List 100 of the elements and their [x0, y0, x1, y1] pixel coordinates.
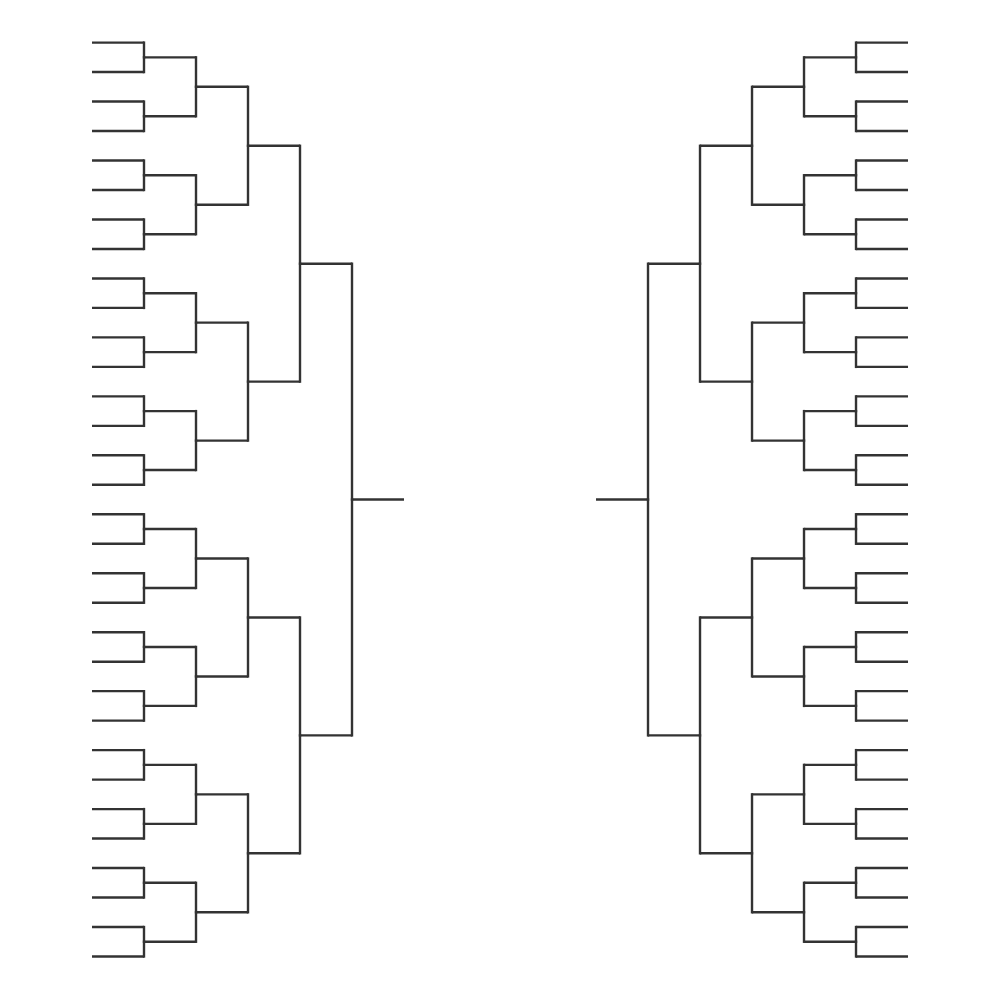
slot-line	[92, 719, 144, 722]
slot-line	[92, 748, 144, 752]
bracket-line	[802, 881, 806, 914]
bracket-line	[854, 115, 858, 133]
bracket-line	[142, 409, 146, 428]
bracket-line	[142, 233, 146, 251]
bracket-line	[854, 925, 858, 943]
bracket-line	[350, 498, 354, 737]
bracket-line	[698, 262, 702, 383]
bracket-line	[854, 527, 858, 545]
slot-line	[92, 925, 144, 929]
bracket-line	[854, 866, 858, 884]
slot-line	[144, 56, 196, 59]
bracket-line	[142, 277, 146, 295]
slot-line	[804, 233, 856, 236]
slot-line	[196, 793, 248, 796]
bracket-line	[750, 616, 754, 678]
bracket-line	[246, 380, 250, 442]
slot-line	[144, 350, 196, 354]
slot-line	[196, 675, 248, 678]
bracket-line	[646, 498, 650, 737]
bracket-line	[142, 56, 146, 74]
bracket-line	[142, 100, 146, 118]
slot-line	[144, 468, 196, 472]
slot-line	[144, 881, 196, 884]
slot-line	[804, 292, 856, 295]
bracket-line	[298, 616, 302, 737]
slot-line	[856, 542, 908, 545]
slot-line	[856, 483, 908, 486]
bracket-line	[854, 41, 858, 59]
bracket-line	[854, 748, 858, 767]
bracket-line	[142, 822, 146, 840]
slot-line	[752, 321, 804, 324]
bracket-line	[142, 763, 146, 781]
bracket-line	[246, 852, 250, 914]
slot-line	[856, 424, 908, 428]
slot-line	[196, 911, 248, 914]
bracket-line	[802, 321, 806, 354]
slot-line	[144, 233, 196, 236]
bracket-line	[194, 56, 198, 88]
slot-line	[752, 557, 804, 560]
slot-line	[92, 513, 144, 516]
bracket-line	[142, 292, 146, 310]
slot-line	[144, 940, 196, 943]
bracket-line	[750, 144, 754, 206]
bracket-line	[750, 321, 754, 383]
slot-line	[92, 159, 144, 162]
bracket-line	[298, 262, 302, 383]
bracket-line	[854, 292, 858, 310]
bracket-line	[646, 262, 650, 501]
bracket-line	[194, 881, 198, 914]
bracket-line	[142, 940, 146, 958]
bracket-line	[802, 911, 806, 943]
slot-line	[804, 56, 856, 59]
slot-line	[804, 527, 856, 531]
slot-line	[92, 218, 144, 221]
slot-line	[92, 277, 144, 280]
slot-line	[648, 734, 700, 737]
bracket-line	[698, 144, 702, 265]
bracket-line	[194, 527, 198, 560]
slot-line	[804, 704, 856, 708]
slot-line	[92, 247, 144, 251]
slot-line	[92, 336, 144, 339]
bracket-line	[142, 115, 146, 133]
bracket-line	[142, 748, 146, 767]
bracket-line	[698, 616, 702, 737]
bracket-line	[802, 439, 806, 472]
bracket-line	[854, 100, 858, 118]
bracket-line	[854, 807, 858, 826]
bracket-line	[142, 513, 146, 531]
slot-line	[804, 645, 856, 649]
bracket-line	[142, 159, 146, 177]
bracket-line	[194, 321, 198, 354]
bracket-line	[802, 527, 806, 560]
bracket-line	[854, 704, 858, 722]
slot-line	[92, 837, 144, 840]
slot-line	[92, 631, 144, 634]
bracket-line	[142, 572, 146, 590]
slot-line	[92, 866, 144, 870]
bracket-line	[142, 395, 146, 413]
slot-line	[144, 115, 196, 118]
slot-line	[248, 616, 300, 619]
slot-line	[856, 306, 908, 310]
bracket-line	[194, 911, 198, 943]
slot-line	[804, 822, 856, 826]
slot-line	[752, 439, 804, 442]
slot-line	[92, 41, 144, 44]
bracket-line	[854, 940, 858, 958]
bracket-line	[750, 380, 754, 442]
bracket-line	[142, 925, 146, 943]
slot-line	[196, 321, 248, 324]
bracket-line	[142, 586, 146, 604]
slot-line	[196, 439, 248, 442]
slot-line	[196, 203, 248, 206]
slot-line	[856, 159, 908, 162]
bracket-line	[194, 645, 198, 678]
bracket-line	[246, 557, 250, 619]
bracket-line	[194, 203, 198, 236]
slot-line	[856, 100, 908, 103]
bracket-line	[854, 645, 858, 663]
